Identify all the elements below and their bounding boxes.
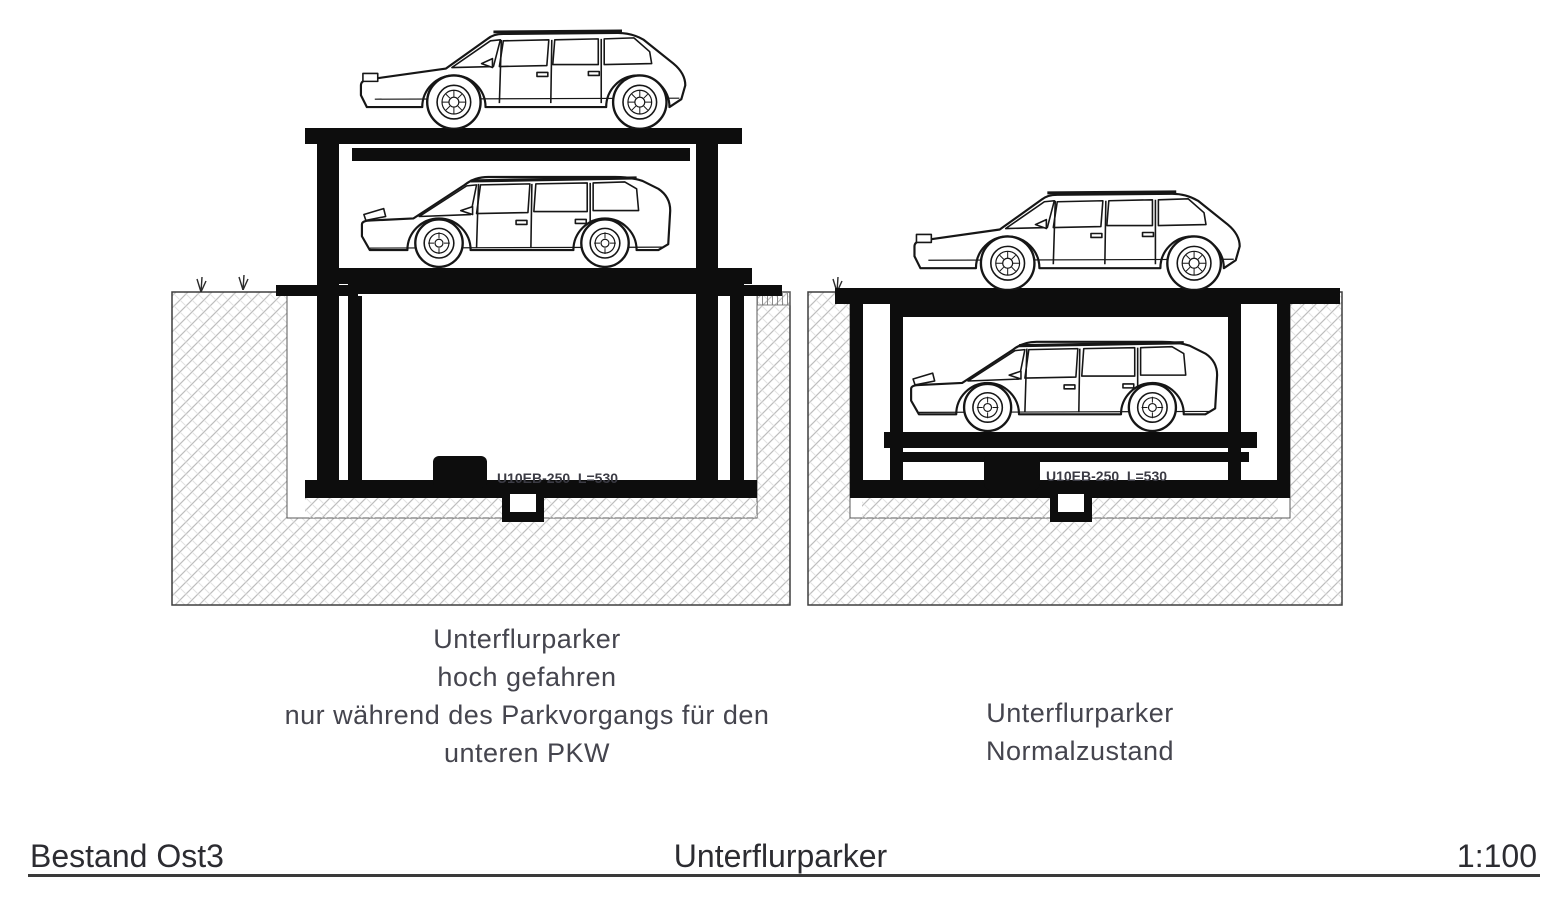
right-middle-platform bbox=[884, 432, 1257, 448]
right-top-platform bbox=[835, 288, 1340, 304]
caption-line: nur während des Parkvorgangs für den bbox=[284, 700, 770, 730]
right-cage-top-bar bbox=[890, 304, 1241, 317]
left-pit-wall-left bbox=[348, 296, 362, 490]
left-ground-flange-right bbox=[698, 285, 782, 296]
right-column-left bbox=[890, 304, 903, 490]
grass-tuft bbox=[238, 274, 249, 290]
right-pit-wall-right bbox=[1277, 304, 1290, 498]
caption-line: Unterflurparker bbox=[986, 698, 1174, 728]
left-middle-platform-rib bbox=[348, 284, 744, 294]
left-ground-flange-left bbox=[276, 285, 358, 296]
caption-line: Unterflurparker bbox=[433, 624, 621, 654]
left-pit-floor bbox=[305, 480, 757, 498]
title-block-scale: 1:100 bbox=[1456, 838, 1537, 874]
grass-tuft bbox=[196, 276, 207, 292]
right-middle-platform-rib bbox=[892, 452, 1249, 462]
left-cage-top-bar bbox=[352, 148, 690, 161]
right-view-section: U10EB-250 L=530 bbox=[807, 190, 1343, 606]
caption-line: hoch gefahren bbox=[437, 662, 617, 692]
left-drain-notch bbox=[502, 494, 544, 522]
upper-car-station-wagon bbox=[359, 29, 687, 129]
left-drive-unit bbox=[433, 456, 487, 492]
left-view-section: U10EB-250 L=530 bbox=[171, 29, 791, 606]
right-drain-notch bbox=[1050, 494, 1092, 522]
left-column-left bbox=[317, 140, 339, 490]
title-block-title: Unterflurparker bbox=[673, 838, 888, 874]
right-pit-floor bbox=[850, 480, 1290, 498]
left-drive-unit-label: U10EB-250 L=530 bbox=[497, 470, 618, 486]
title-block-project: Bestand Ost3 bbox=[30, 838, 224, 874]
left-view-caption: Unterflurparker hoch gefahren nur währen… bbox=[170, 620, 884, 772]
upper-car-station-wagon bbox=[912, 190, 1242, 290]
left-top-platform bbox=[305, 128, 742, 144]
right-pit-wall-left bbox=[850, 304, 863, 498]
right-drive-unit bbox=[984, 454, 1040, 494]
left-middle-platform bbox=[338, 268, 752, 284]
left-lift-frame bbox=[276, 128, 782, 498]
title-block-rule bbox=[28, 874, 1540, 877]
caption-line: Normalzustand bbox=[985, 736, 1175, 766]
left-pit-wall-right bbox=[730, 296, 744, 490]
right-column-right bbox=[1228, 304, 1241, 490]
right-view-caption: Unterflurparker Normalzustand bbox=[880, 694, 1280, 770]
caption-line: unteren PKW bbox=[443, 738, 611, 768]
lower-car-minivan bbox=[360, 175, 672, 268]
left-column-right bbox=[696, 140, 718, 490]
right-lift-frame bbox=[835, 288, 1340, 498]
right-drive-unit-label: U10EB-250 L=530 bbox=[1046, 468, 1167, 484]
